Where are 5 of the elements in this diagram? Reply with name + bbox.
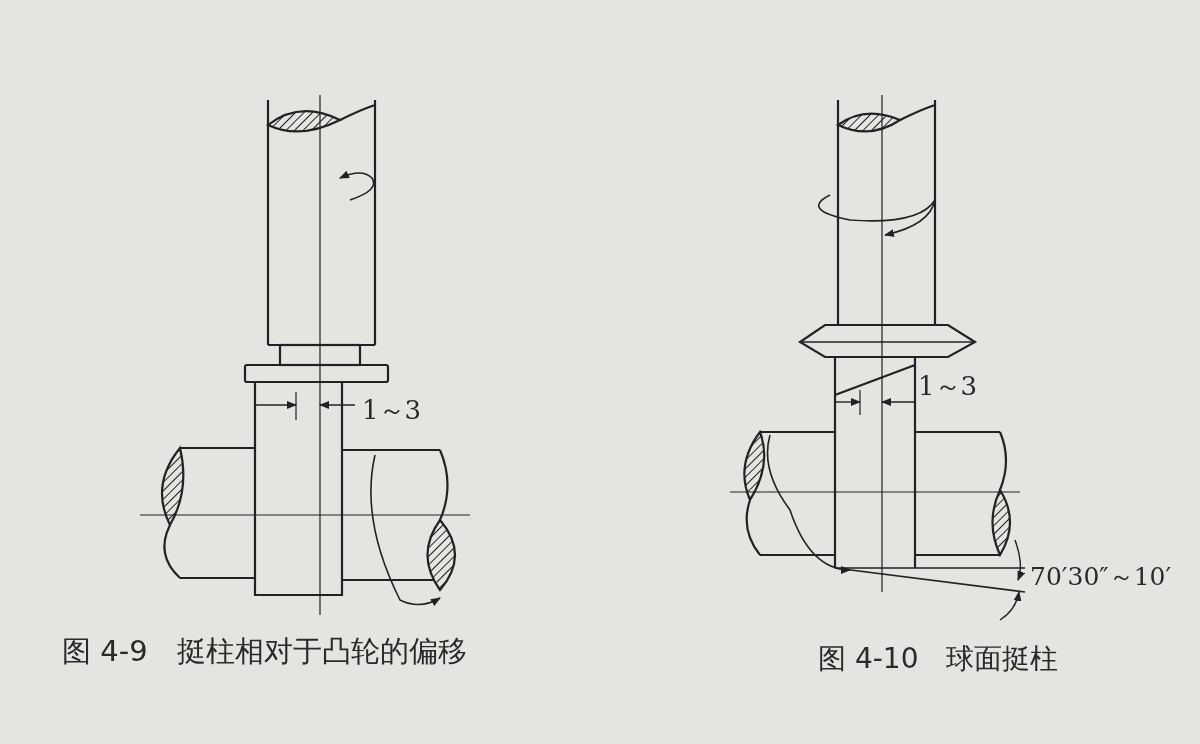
figure-caption: 图 4-9 挺柱相对于凸轮的偏移 — [62, 633, 467, 670]
dimension-label: 1～3 — [362, 394, 422, 427]
angle-label: 70′30″～10′ — [1030, 561, 1172, 593]
dimension-label: 1～3 — [918, 370, 978, 403]
figure-caption: 图 4-10 球面挺柱 — [818, 641, 1059, 677]
